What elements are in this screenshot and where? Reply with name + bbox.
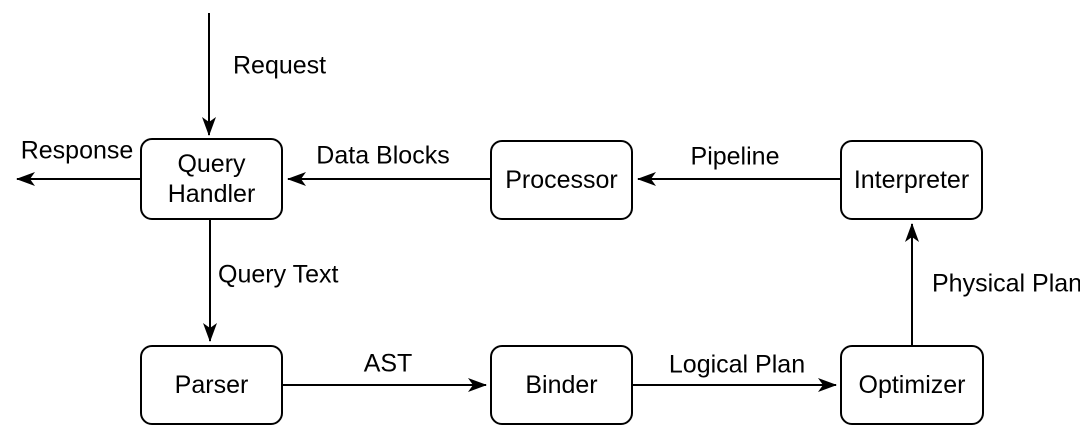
node-processor: Processor — [490, 140, 633, 220]
node-parser: Parser — [140, 345, 283, 425]
edge-label-physical-plan: Physical Plan — [932, 269, 1080, 298]
edge-label-data-blocks: Data Blocks — [316, 141, 450, 170]
node-interpreter: Interpreter — [840, 140, 983, 220]
node-interpreter-label: Interpreter — [853, 165, 970, 194]
edge-label-logical-plan: Logical Plan — [668, 350, 806, 379]
node-parser-label: Parser — [174, 370, 249, 399]
edge-label-query-text: Query Text — [218, 260, 339, 289]
node-optimizer: Optimizer — [840, 345, 984, 425]
edge-label-response: Response — [20, 136, 134, 165]
node-optimizer-label: Optimizer — [858, 370, 966, 399]
node-binder-label: Binder — [525, 370, 598, 399]
node-query-handler: Query Handler — [140, 138, 283, 220]
node-query-handler-label: Query Handler — [167, 149, 256, 209]
edge-label-pipeline: Pipeline — [690, 142, 780, 171]
node-processor-label: Processor — [505, 165, 618, 194]
edge-label-request: Request — [233, 51, 327, 80]
node-binder: Binder — [490, 345, 633, 425]
edge-label-ast: AST — [363, 349, 413, 378]
